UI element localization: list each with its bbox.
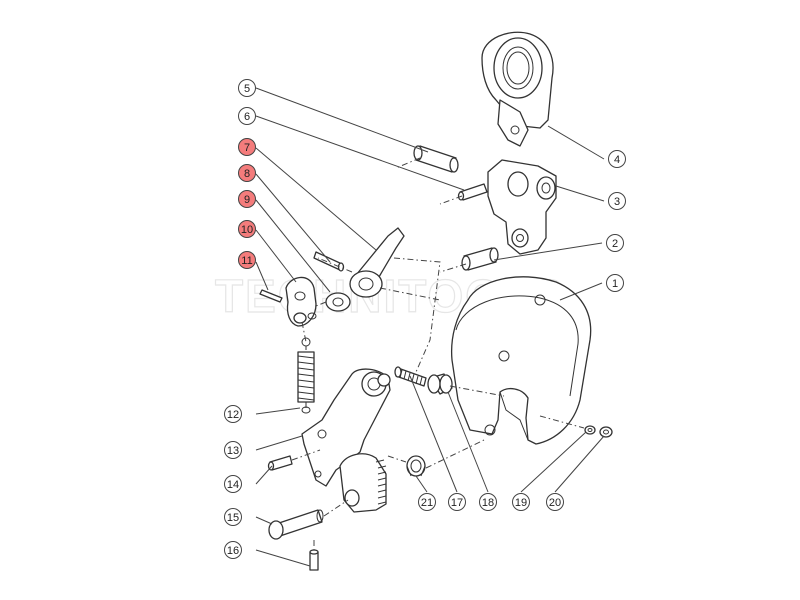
callout-circle [546,493,564,511]
callout-20: 20 [546,493,564,511]
callout-2: 2 [606,234,624,252]
callout-3: 3 [608,192,626,210]
callout-6: 6 [238,107,256,125]
part-3-clevis [487,159,557,255]
callout-number: 4 [614,154,620,166]
leader-lines [255,87,605,567]
callout-circle [606,274,624,292]
callout-number: 15 [227,512,239,524]
callout-number: 6 [244,111,250,123]
part-13-toothed-segment [339,453,387,513]
callout-number: 2 [612,238,618,250]
part-16-dowel [309,549,319,571]
callout-7: 7 [238,138,256,156]
callout-number: 13 [227,445,239,457]
callout-19: 19 [512,493,530,511]
part-10-cam [285,276,317,327]
part-21-bushing [406,455,426,477]
part-2-spacer-pin [461,247,499,271]
callout-circle [512,493,530,511]
callout-number: 3 [614,196,620,208]
part-1-jaw-body [450,276,592,445]
part-13-link-plate [301,368,391,487]
callout-number: 19 [515,497,527,509]
callout-1: 1 [606,274,624,292]
part-20-washer [599,426,613,438]
part-5-large-pin [413,145,459,173]
callout-15: 15 [224,508,242,526]
part-18-roller [427,373,453,395]
callout-number: 1 [612,278,618,290]
callout-number: 11 [241,255,252,267]
callout-10: 10 [238,220,256,238]
callout-number: 16 [227,545,239,557]
callout-14: 14 [224,475,242,493]
callout-circle [238,251,256,269]
part-19-nut [584,425,596,435]
callout-5: 5 [238,79,256,97]
callout-circle [238,138,256,156]
callout-number: 5 [244,83,250,95]
callout-circle [224,475,242,493]
callout-13: 13 [224,441,242,459]
callout-12: 12 [224,405,242,423]
part-6-small-pin [457,183,488,201]
callout-17: 17 [448,493,466,511]
callout-circle [224,541,242,559]
callout-21: 21 [418,493,436,511]
part-9-washer [325,292,351,312]
callout-18: 18 [479,493,497,511]
callout-circle [606,234,624,252]
part-11-roll-pin [259,289,283,303]
assembly-centerlines [291,157,585,550]
callout-circle [238,107,256,125]
callout-circle [418,493,436,511]
callout-circle [608,150,626,168]
callout-circle [238,220,256,238]
callout-number: 10 [241,224,253,236]
callout-circle [224,441,242,459]
callout-11: 11 [238,251,256,269]
part-4-lifting-eye [481,31,554,147]
callout-8: 8 [238,164,256,182]
callout-circle [224,508,242,526]
callout-9: 9 [238,190,256,208]
part-15-main-pin [268,509,324,540]
callout-circle [608,192,626,210]
callout-number: 14 [227,479,239,491]
part-17-screw [394,366,427,387]
part-7-cam-lever [349,227,405,298]
callout-circle [479,493,497,511]
callout-number: 7 [244,142,250,154]
callout-circle [448,493,466,511]
callout-number: 18 [482,497,494,509]
callout-number: 12 [227,409,239,421]
callout-circle [238,79,256,97]
callout-number: 17 [451,497,463,509]
part-12-spring [297,337,315,414]
callout-16: 16 [224,541,242,559]
callout-number: 20 [549,497,561,509]
callout-circle [238,164,256,182]
callout-circle [224,405,242,423]
part-8-lever-pin [313,251,345,272]
callout-4: 4 [608,150,626,168]
part-14-short-pin [267,455,293,471]
callout-number: 8 [244,168,250,180]
callout-number: 21 [421,497,433,509]
callout-number: 9 [244,194,250,206]
callout-circle [238,190,256,208]
